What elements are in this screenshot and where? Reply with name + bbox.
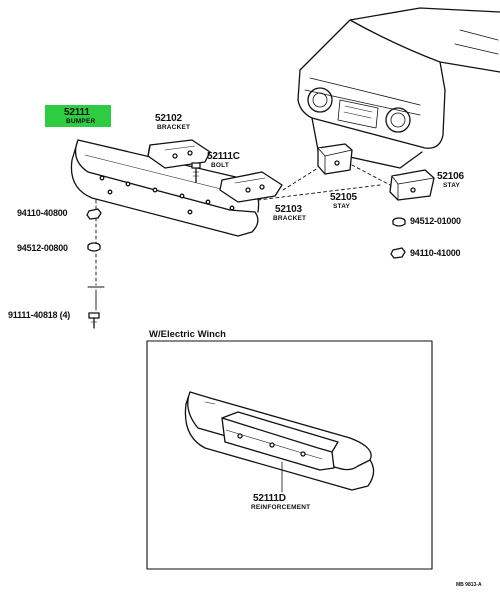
fastener-number-94512-00800[interactable]: 94512-00800 bbox=[17, 243, 68, 253]
part-name-bolt: BOLT bbox=[211, 162, 230, 169]
part-name-bumper: BUMPER bbox=[66, 118, 96, 125]
bolt-52111c-part bbox=[191, 162, 201, 183]
part-number-52111[interactable]: 52111 bbox=[64, 107, 90, 118]
fastener-number-91111-40818[interactable]: 91111-40818 (4) bbox=[8, 310, 71, 320]
part-number-52111d[interactable]: 52111D bbox=[253, 493, 286, 504]
part-name-stay-52106: STAY bbox=[443, 182, 461, 189]
bolt-91111-40818-icon bbox=[88, 312, 100, 329]
vehicle-front-body bbox=[297, 7, 500, 169]
part-number-52102[interactable]: 52102 bbox=[155, 113, 182, 124]
fastener-number-94110-40800[interactable]: 94110-40800 bbox=[17, 208, 68, 218]
stay-52106-part bbox=[389, 169, 435, 201]
part-name-reinforcement: REINFORCEMENT bbox=[251, 504, 311, 511]
fastener-number-94512-01000[interactable]: 94512-01000 bbox=[410, 216, 461, 226]
bracket-52103-part bbox=[219, 171, 283, 203]
part-name-stay-52105: STAY bbox=[333, 203, 351, 210]
washer-94512-00800-icon bbox=[87, 242, 101, 252]
reinforcement-part bbox=[221, 411, 339, 471]
part-number-52111c[interactable]: 52111C bbox=[207, 151, 240, 162]
part-number-52106[interactable]: 52106 bbox=[437, 171, 464, 182]
part-number-52105[interactable]: 52105 bbox=[330, 192, 357, 203]
reference-code: MB 9813-A bbox=[456, 582, 482, 588]
bracket-52102-part bbox=[147, 139, 211, 169]
inset-frame bbox=[146, 340, 433, 570]
nut-94110-41000-icon bbox=[390, 247, 406, 259]
washer-94512-01000-icon bbox=[392, 217, 406, 227]
part-number-52103[interactable]: 52103 bbox=[275, 204, 302, 215]
inset-title: W/Electric Winch bbox=[149, 329, 226, 340]
bumper-label-highlight bbox=[45, 105, 111, 127]
part-name-bracket-52102: BRACKET bbox=[157, 124, 191, 131]
part-name-bracket-52103: BRACKET bbox=[273, 215, 307, 222]
stay-52105-part bbox=[317, 143, 353, 175]
nut-94110-40800-icon bbox=[86, 208, 102, 220]
fastener-number-94110-41000[interactable]: 94110-41000 bbox=[410, 248, 461, 258]
